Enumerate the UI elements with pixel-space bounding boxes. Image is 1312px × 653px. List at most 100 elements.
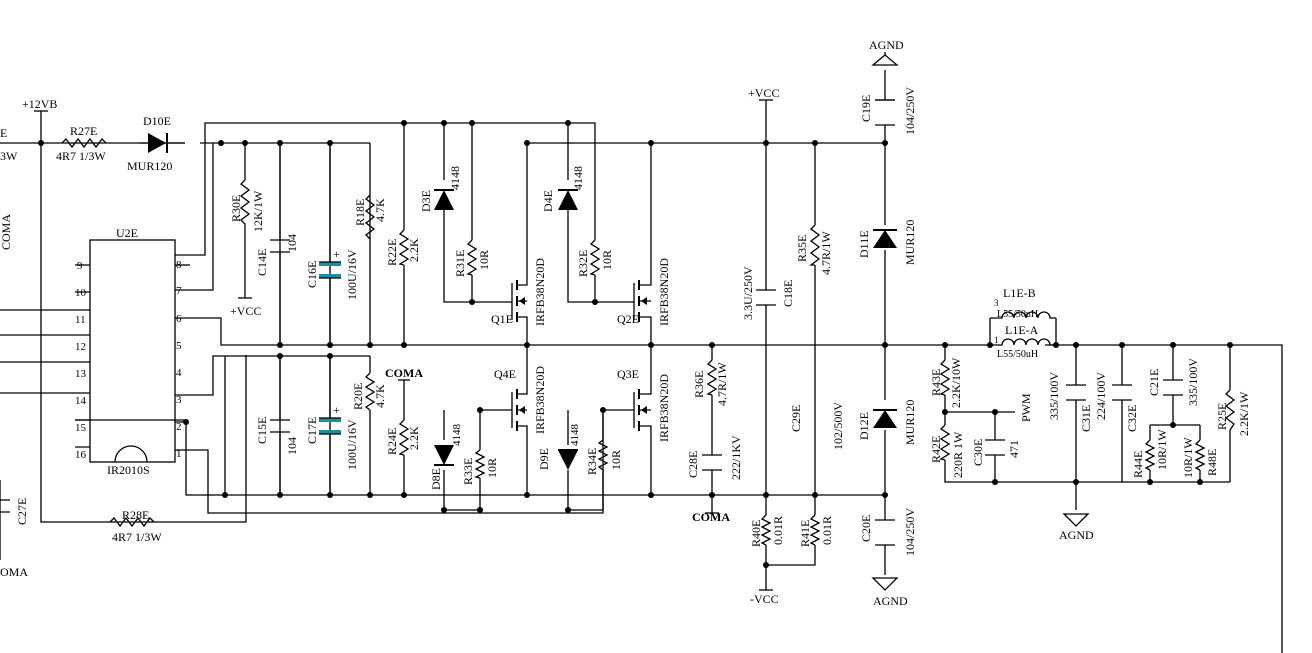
r34e-val: 10R (609, 450, 623, 470)
l1e-a-val: L55/50uH (997, 349, 1038, 360)
c30e-ref: C30E (971, 439, 985, 466)
u2e-pin-6: 6 (176, 313, 182, 325)
r42e-ref: R42E (929, 436, 943, 463)
agnd-filter-symbol (1062, 513, 1090, 527)
c19e-ref: C19E (859, 95, 873, 122)
d12e-val: MUR120 (903, 400, 917, 445)
u2e-pin-3: 3 (176, 394, 182, 406)
r28e-body (109, 516, 155, 528)
left-frag-1: E (0, 126, 7, 140)
r32e-val: 10R (600, 250, 614, 270)
q2e-ref: Q2E (617, 312, 639, 326)
r32e-body (589, 239, 601, 276)
r41e-ref: R41E (798, 520, 812, 547)
r33e-body (474, 449, 486, 479)
u2e-pin-4: 4 (176, 367, 182, 379)
r36e-val: 4.7R/1W (715, 362, 729, 406)
r41e-val: 0.01R (820, 516, 834, 545)
c21e-ref: C21E (1147, 369, 1161, 396)
c20e-val: 104/250V (903, 508, 917, 556)
d9e-ref: D9E (537, 448, 551, 470)
r40e-body (760, 514, 772, 546)
r36e-ref: R36E (692, 371, 706, 398)
r34e-ref: R34E (585, 448, 599, 475)
label-vcc-neg: -VCC (750, 592, 779, 606)
r30e-body (239, 179, 251, 230)
r28e-val: 4R7 1/3W (112, 530, 162, 544)
q3e-ref: Q3E (617, 367, 639, 381)
r30e-ref: R30E (229, 195, 243, 222)
c28e-ref: C28E (686, 451, 700, 478)
label-agnd-top: AGND (869, 38, 904, 52)
l1e-b-val: L55/50uH (997, 309, 1038, 320)
labels: +12VB +VCC +VCC -VCC AGND AGND AGND COMA… (0, 38, 1251, 608)
label-agnd-filter: AGND (1059, 528, 1094, 542)
d8e-val: 4148 (451, 424, 463, 447)
r33e-val: 10R (485, 458, 499, 478)
c29e-val: 102/500V (831, 402, 845, 450)
c16e-val: 100U/16V (345, 249, 359, 300)
r33e-ref: R33E (461, 458, 475, 485)
resistors (61, 137, 1236, 546)
inductors (990, 311, 1056, 346)
svg-text:+: + (333, 403, 340, 417)
label-coma-left: COMA (0, 214, 13, 250)
c16e-ref: C16E (305, 261, 319, 288)
r40e-val: 0.01R (771, 516, 785, 545)
r18e-body (364, 194, 376, 240)
capacitors: + + (0, 99, 1183, 546)
power-symbols (34, 52, 1090, 591)
mosfets (511, 275, 652, 431)
d10e-ref: D10E (143, 114, 171, 128)
d9e-val: 4148 (569, 424, 581, 447)
diodes (140, 133, 897, 470)
d12e-ref: D12E (857, 412, 871, 440)
r44e-ref: R44E (1131, 451, 1145, 478)
r40e-ref: R40E (749, 520, 763, 547)
r35e-val: 4.7R/1W (819, 231, 833, 275)
label-12vb: +12VB (22, 97, 57, 111)
u2e-pin-12: 12 (75, 341, 86, 353)
r41e-body (809, 514, 821, 546)
r43e-ref: R43E (929, 369, 943, 396)
d10e-val: MUR120 (127, 159, 172, 173)
c15e-ref: C15E (255, 417, 269, 444)
r25e-val: 2.2K/1W (1237, 391, 1251, 436)
r31e-body (466, 239, 478, 276)
r27e-body (61, 137, 107, 149)
c17e-val: 100U/16V (345, 419, 359, 470)
junctions (38, 120, 1233, 568)
r44e-body (1144, 439, 1156, 471)
r42e-val: 220R 1W (951, 431, 965, 478)
c18e-ref: C18E (781, 280, 795, 307)
d4e-val: 4148 (571, 166, 585, 190)
r18e-val: 4.7K (373, 198, 387, 222)
u2e-pin-9: 9 (77, 260, 83, 272)
r24e-body (398, 419, 410, 456)
c31e-val: 335/100V (1047, 372, 1061, 420)
r42e-body (939, 424, 951, 461)
r30e-val: 12K/1W (251, 190, 265, 232)
r34e-body (597, 410, 609, 510)
r48e-val: 10R/1W (1181, 437, 1195, 478)
d11e-val: MUR120 (903, 220, 917, 265)
d11e-ref: D11E (857, 230, 871, 258)
left-frag-3: C27E (15, 498, 29, 525)
r35e-ref: R35E (795, 235, 809, 262)
r48e-body (1194, 439, 1206, 471)
l1e-b-body (990, 311, 1056, 319)
r20e-ref: R20E (351, 383, 365, 410)
u2e-pin-11: 11 (75, 314, 86, 326)
c14e-ref: C14E (255, 249, 269, 276)
u2e-pin-16: 16 (75, 449, 87, 461)
agnd-top-symbol (871, 54, 899, 66)
c31e-ref: C31E (1079, 405, 1093, 432)
r24e-val: 2.2K (407, 426, 421, 450)
q1e-part: IRFB38N20D (533, 258, 547, 326)
r20e-body (364, 372, 376, 411)
agnd-bottom-symbol (871, 577, 899, 591)
u2e-pin-15: 15 (75, 422, 87, 434)
u2e-pin-7: 7 (176, 285, 182, 297)
u2e-pin-5: 5 (176, 340, 182, 352)
